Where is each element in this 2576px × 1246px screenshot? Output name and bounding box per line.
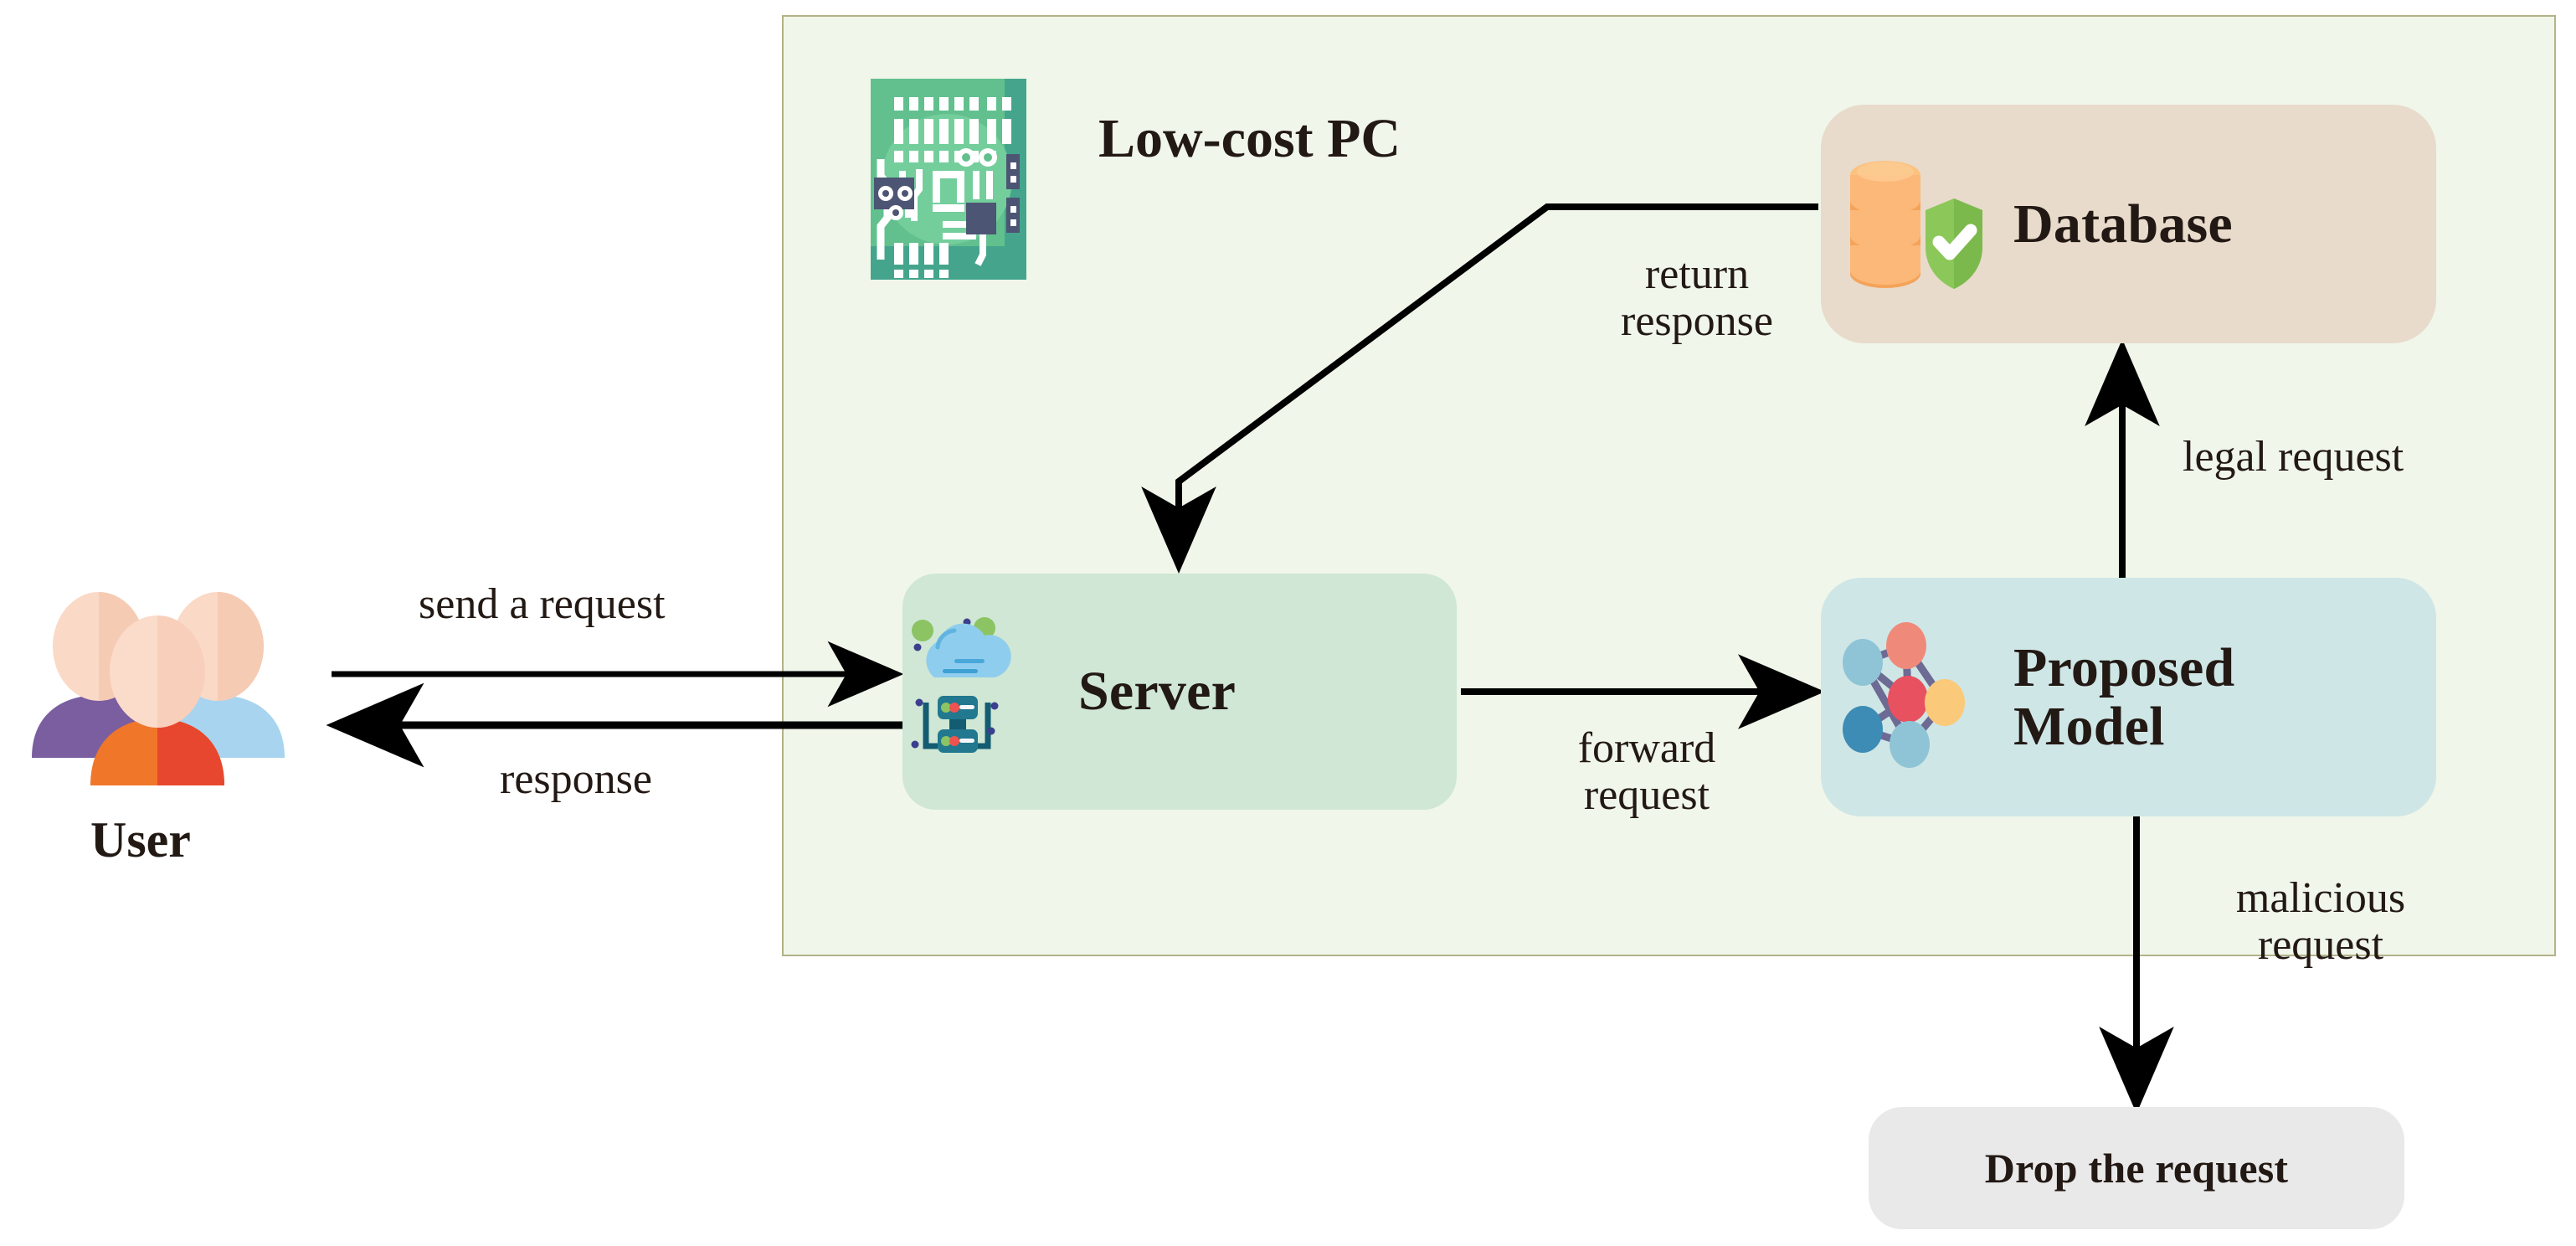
edge-label-response: response xyxy=(500,755,652,803)
edge-label-malicious-request-line2: request xyxy=(2257,921,2384,970)
database-label: Database xyxy=(2013,193,2233,255)
node-proposed-model[interactable]: Proposed Model xyxy=(1821,578,2436,816)
node-database[interactable]: Database xyxy=(1821,105,2436,343)
edge-label-return-response-line1: return xyxy=(1644,250,1750,298)
server-label: Server xyxy=(1078,661,1237,723)
low-cost-pc-label: Low-cost PC xyxy=(1098,108,1401,169)
edge-label-forward-request: forward request xyxy=(1534,724,1760,820)
edge-label-return-response-line2: response xyxy=(1621,297,1773,346)
circuit-board-icon-wrap xyxy=(859,79,1051,280)
proposed-model-label-line2: Model xyxy=(2013,695,2165,757)
edge-label-send-a-request: send a request xyxy=(419,580,666,628)
drop-the-request-label: Drop the request xyxy=(1984,1144,2289,1192)
proposed-model-label: Proposed Model xyxy=(2013,639,2234,755)
node-server[interactable]: Server xyxy=(902,574,1457,810)
edge-label-forward-request-line2: request xyxy=(1583,771,1710,820)
neural-network-icon-wrap xyxy=(1821,621,2013,773)
users-group-icon xyxy=(32,592,285,785)
node-user[interactable] xyxy=(17,578,301,795)
edge-label-forward-request-line1: forward xyxy=(1577,724,1716,772)
edge-label-return-response: return response xyxy=(1571,250,1823,346)
neural-network-icon xyxy=(1843,621,1965,768)
cloud-server-icon xyxy=(911,617,1011,753)
user-label: User xyxy=(90,812,191,868)
node-drop-the-request[interactable]: Drop the request xyxy=(1869,1107,2404,1229)
circuit-board-icon xyxy=(871,79,1026,280)
database-shield-icon-wrap xyxy=(1821,145,2013,304)
proposed-model-label-line1: Proposed xyxy=(2013,637,2235,699)
database-shield-icon xyxy=(1850,160,1982,289)
edge-label-malicious-request: malicious request xyxy=(2183,874,2459,970)
cloud-server-icon-wrap xyxy=(902,604,1078,780)
edge-label-malicious-request-line1: malicious xyxy=(2235,874,2406,922)
edge-label-legal-request: legal request xyxy=(2183,433,2404,481)
